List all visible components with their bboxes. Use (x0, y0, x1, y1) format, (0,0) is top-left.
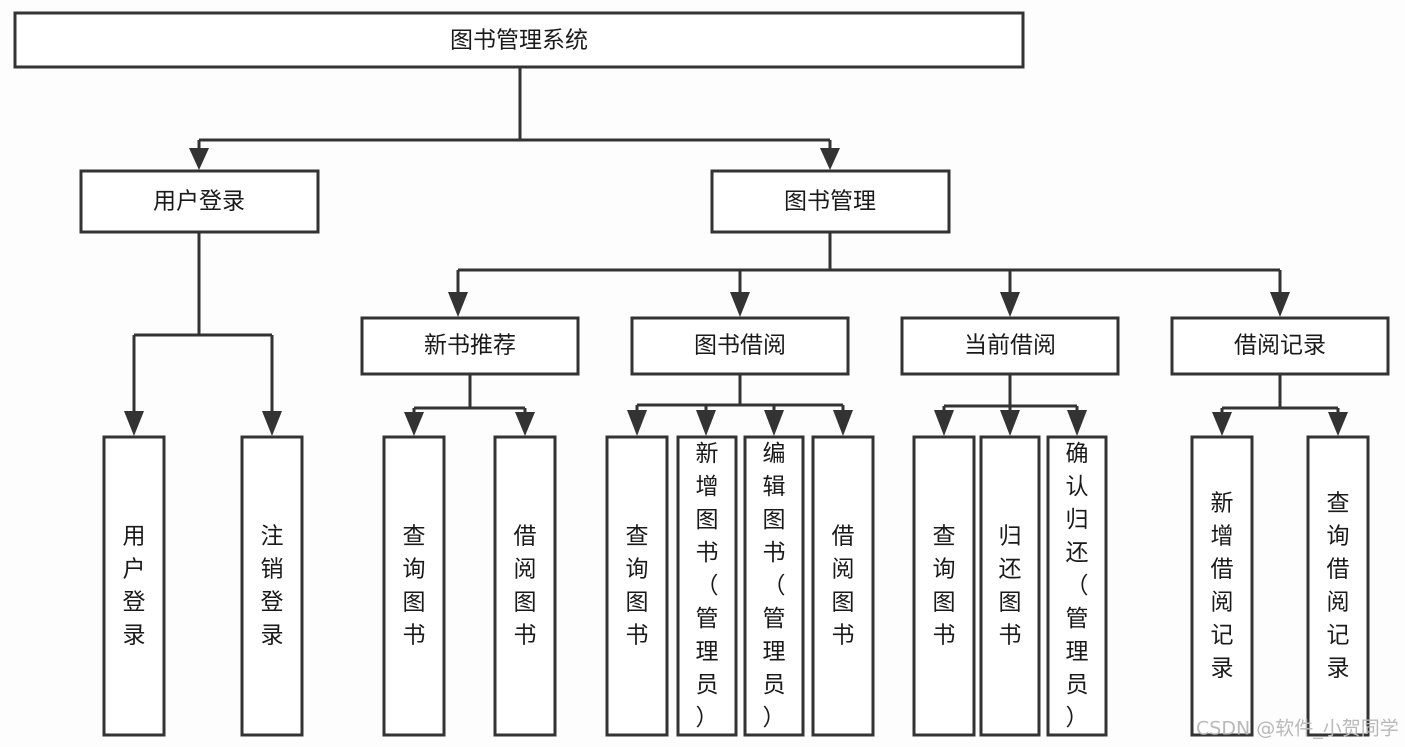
csdn-watermark: CSDN @软件_小贺同学 (1196, 718, 1399, 740)
leaf-borrow-book-1-label: 借阅图书 (514, 524, 537, 649)
arrow-leaf-borrow-book-1 (515, 412, 535, 436)
arrow-leaf-edit-book (764, 410, 784, 436)
leaf-query-book-1-box[interactable] (382, 435, 446, 737)
leaf-query-book-3-label: 查询图书 (933, 524, 956, 649)
leaf-user-login[interactable]: 用户登录 (102, 435, 166, 737)
arrow-leaf-borrow-book-2 (833, 410, 853, 436)
node-borrow-record[interactable]: 借阅记录 (1170, 316, 1390, 376)
arrow-to-book-manage (820, 148, 840, 170)
node-current-borrow[interactable]: 当前借阅 (900, 316, 1120, 376)
node-borrow-record-box[interactable] (1170, 316, 1390, 376)
node-user-login-label: 用户登录 (153, 189, 245, 215)
node-user-login-box[interactable] (79, 169, 320, 234)
leaf-confirm-return-box[interactable] (1046, 435, 1108, 737)
leaf-query-record-box[interactable] (1306, 435, 1370, 737)
node-root-label: 图书管理系统 (450, 28, 588, 54)
arrow-leaf-add-record (1212, 412, 1232, 436)
node-book-manage-label: 图书管理 (784, 189, 876, 215)
arrow-leaf-logout (262, 411, 282, 436)
arrow-book-borrow (730, 292, 750, 317)
leaf-add-record[interactable]: 新增借阅记录 (1190, 435, 1254, 737)
leaf-query-book-2[interactable]: 查询图书 (605, 435, 669, 737)
leaf-borrow-book-1-box[interactable] (493, 435, 557, 737)
node-current-borrow-box[interactable] (900, 316, 1120, 376)
leaf-borrow-book-2[interactable]: 借阅图书 (811, 435, 875, 737)
leaf-query-book-2-label: 查询图书 (626, 524, 649, 649)
leaf-return-book-label: 归还图书 (999, 524, 1022, 649)
node-current-borrow-label: 当前借阅 (964, 333, 1056, 359)
leaf-borrow-book-1[interactable]: 借阅图书 (493, 435, 557, 737)
node-root-box[interactable] (13, 11, 1025, 69)
arrow-leaf-add-book (696, 410, 716, 436)
leaf-add-record-box[interactable] (1190, 435, 1254, 737)
leaf-edit-book-box[interactable] (743, 435, 805, 737)
leaf-add-record-label: 新增借阅记录 (1211, 491, 1234, 682)
leaf-borrow-book-2-box[interactable] (811, 435, 875, 737)
leaf-query-book-1[interactable]: 查询图书 (382, 435, 446, 737)
leaf-logout-label: 注销登录 (261, 524, 284, 649)
arrow-leaf-confirm-return (1067, 410, 1087, 436)
arrow-borrow-record (1270, 292, 1290, 317)
connector-layer (124, 67, 1348, 436)
leaf-user-login-label: 用户登录 (123, 524, 146, 649)
node-book-manage[interactable]: 图书管理 (710, 169, 951, 234)
arrow-leaf-user-login (124, 411, 144, 436)
node-user-login[interactable]: 用户登录 (79, 169, 320, 234)
arrow-leaf-query-book-3 (934, 410, 954, 436)
leaf-query-book-3-box[interactable] (912, 435, 976, 737)
leaf-return-book-box[interactable] (979, 435, 1041, 737)
leaf-borrow-book-2-label: 借阅图书 (832, 524, 855, 649)
leaf-user-login-box[interactable] (102, 435, 166, 737)
arrow-to-user-login (189, 148, 209, 170)
node-root[interactable]: 图书管理系统 (13, 11, 1025, 69)
arrow-leaf-query-record (1328, 412, 1348, 436)
leaf-query-book-2-box[interactable] (605, 435, 669, 737)
node-new-book-recommend-box[interactable] (360, 316, 580, 376)
leaf-return-book[interactable]: 归还图书 (979, 435, 1041, 737)
node-book-borrow-box[interactable] (630, 316, 850, 376)
leaf-edit-book-label: 编辑图书（管理员） (763, 441, 786, 731)
leaf-query-book-3[interactable]: 查询图书 (912, 435, 976, 737)
leaf-add-book-label: 新增图书（管理员） (696, 441, 719, 731)
leaf-add-book-box[interactable] (676, 435, 738, 737)
arrow-current-borrow (1000, 292, 1020, 317)
node-book-borrow-label: 图书借阅 (694, 333, 786, 359)
node-new-book-recommend[interactable]: 新书推荐 (360, 316, 580, 376)
node-new-book-recommend-label: 新书推荐 (424, 333, 516, 359)
leaf-confirm-return-label: 确认归还（管理员） (1066, 441, 1089, 731)
leaf-query-record[interactable]: 查询借阅记录 (1306, 435, 1370, 737)
leaf-query-record-label: 查询借阅记录 (1327, 491, 1350, 682)
leaf-logout-box[interactable] (240, 435, 304, 737)
leaf-query-book-1-label: 查询图书 (403, 524, 426, 649)
arrow-leaf-query-book-1 (404, 412, 424, 436)
leaf-confirm-return[interactable]: 确认归还（管理员） (1046, 435, 1108, 737)
arrow-new-book-recommend (448, 292, 468, 317)
leaf-logout[interactable]: 注销登录 (240, 435, 304, 737)
arrow-leaf-return-book (1000, 410, 1020, 436)
node-book-borrow[interactable]: 图书借阅 (630, 316, 850, 376)
arrow-leaf-query-book-2 (627, 410, 647, 436)
leaf-add-book[interactable]: 新增图书（管理员） (676, 435, 738, 737)
node-borrow-record-label: 借阅记录 (1234, 333, 1326, 359)
leaf-edit-book[interactable]: 编辑图书（管理员） (743, 435, 805, 737)
node-book-manage-box[interactable] (710, 169, 951, 234)
